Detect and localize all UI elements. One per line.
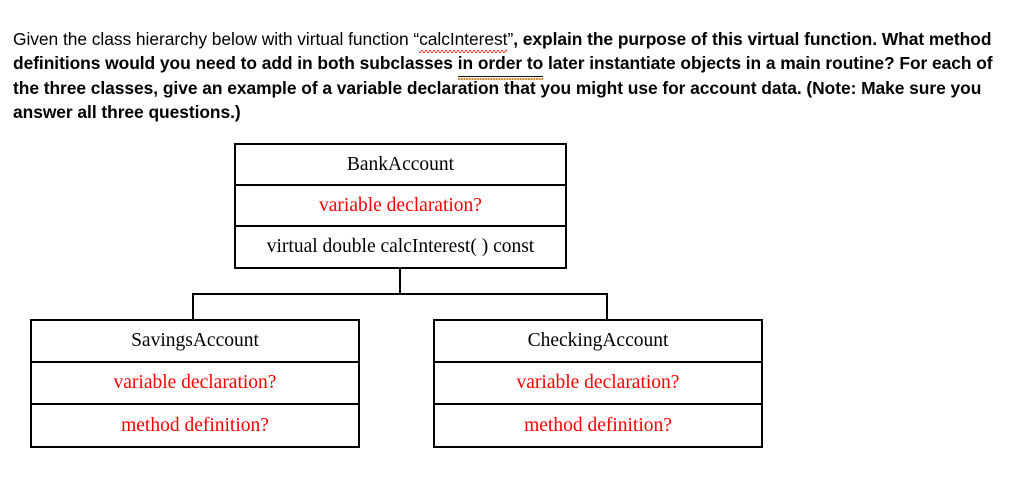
class-attributes-savingsaccount: variable declaration? bbox=[32, 363, 358, 405]
inheritance-connector-trunk bbox=[399, 268, 401, 295]
class-box-bankaccount: BankAccount variable declaration? virtua… bbox=[234, 143, 567, 269]
class-operations-bankaccount: virtual double calcInterest( ) const bbox=[266, 236, 535, 258]
class-operations-checkingaccount: method definition? bbox=[524, 414, 672, 436]
grammar-flagged-phrase: in order to bbox=[457, 52, 544, 80]
question-segment-intro: Given the class hierarchy below with vir… bbox=[13, 29, 420, 50]
inheritance-connector-left-drop bbox=[192, 293, 194, 320]
spellcheck-flagged-word: calcInterest bbox=[419, 28, 508, 53]
question-segment-closequote: ” bbox=[507, 29, 514, 50]
question-segment-bold-two: later instantiate objects in a main rout… bbox=[13, 53, 993, 122]
question-prompt: Given the class hierarchy below with vir… bbox=[13, 28, 1018, 124]
inheritance-connector-right-drop bbox=[606, 293, 608, 320]
inheritance-connector-crossbar bbox=[192, 293, 608, 295]
question-segment-bold-one: , explain the purpose of this virtual fu… bbox=[13, 29, 992, 74]
class-box-checkingaccount: CheckingAccount variable declaration? me… bbox=[433, 319, 763, 448]
class-box-savingsaccount: SavingsAccount variable declaration? met… bbox=[30, 319, 360, 448]
class-operations-savingsaccount: method definition? bbox=[121, 414, 269, 436]
class-name-savingsaccount: SavingsAccount bbox=[32, 321, 358, 363]
class-name-checkingaccount: CheckingAccount bbox=[435, 321, 761, 363]
class-attributes-bankaccount: variable declaration? bbox=[236, 186, 565, 227]
class-name-bankaccount: BankAccount bbox=[236, 145, 565, 186]
class-attributes-checkingaccount: variable declaration? bbox=[435, 363, 761, 405]
